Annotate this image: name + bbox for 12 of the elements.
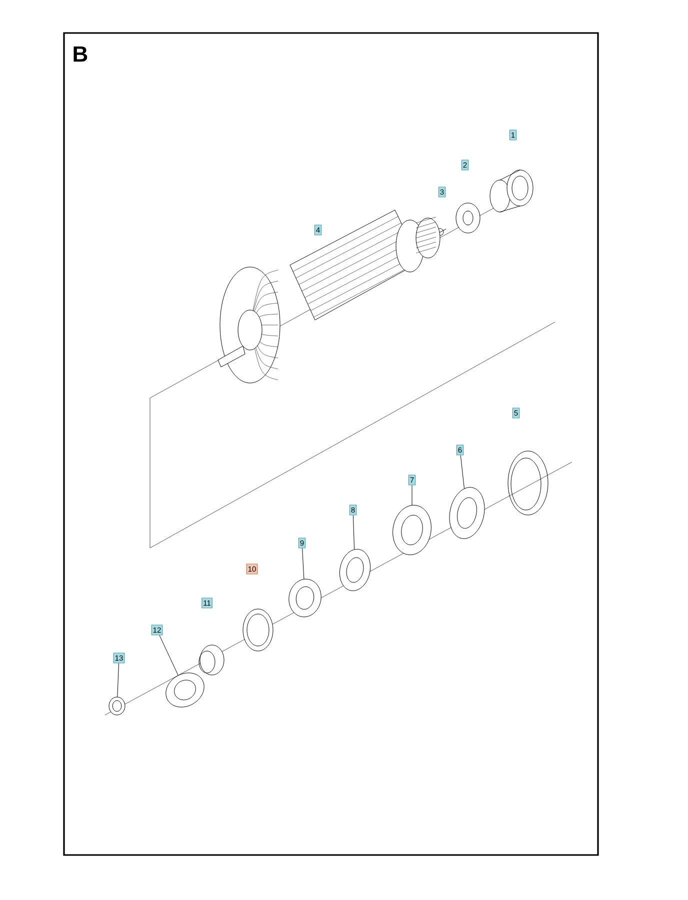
bearing-ring-drawing (288, 578, 322, 618)
leader-line (302, 548, 304, 580)
washer-drawing (339, 548, 371, 592)
leader-line (460, 455, 465, 489)
bearing-drawing (392, 504, 432, 556)
leader-line (159, 635, 178, 676)
leader-line (352, 515, 355, 550)
gear-drawing (166, 672, 204, 708)
leader-line (117, 663, 120, 698)
section-letter: B (74, 46, 88, 62)
shim-ring-drawing (449, 487, 485, 539)
nut-drawing (108, 696, 126, 716)
